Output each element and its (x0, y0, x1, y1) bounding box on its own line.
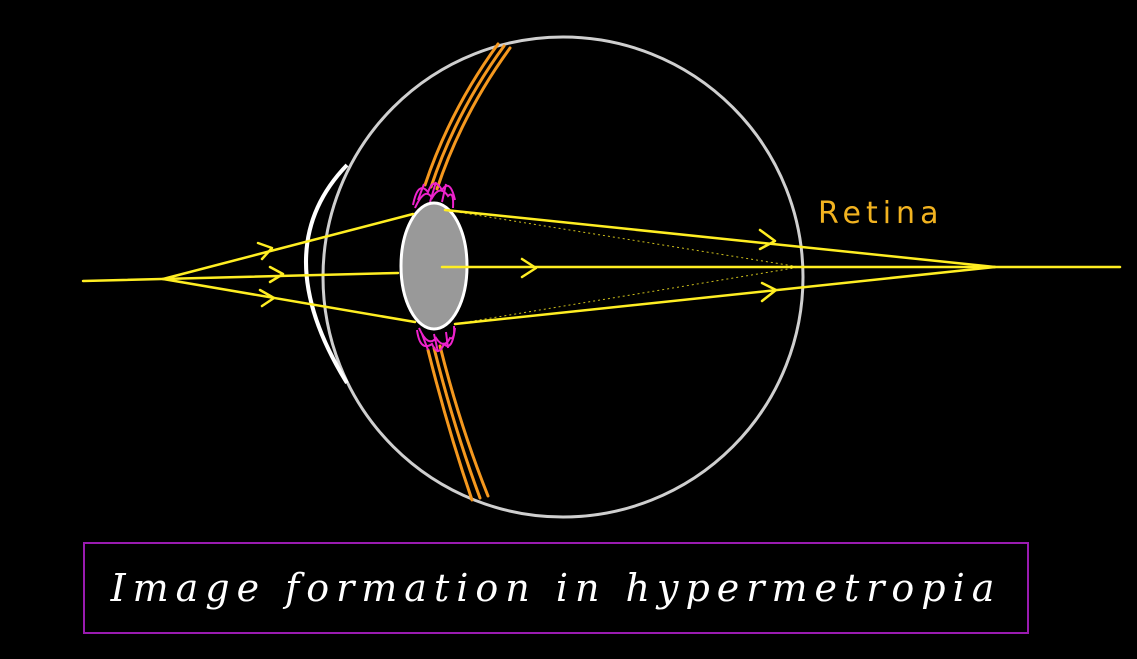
caption-box: Image formation in hypermetropia (83, 542, 1029, 634)
ciliary-muscle-upper (412, 181, 456, 209)
light-ray-upper-incident (161, 212, 415, 281)
arrowhead-icon (268, 265, 285, 284)
suspensory-ligament-lower (426, 344, 490, 502)
light-ray-axis-left (81, 271, 400, 283)
arrowhead-icon (760, 281, 778, 303)
ciliary-muscle-lower (416, 325, 456, 353)
required-focus-lines (444, 209, 801, 325)
light-ray-lower-refracted (453, 265, 997, 326)
arrowhead-icon (256, 241, 274, 261)
light-ray-upper-refracted (443, 208, 997, 269)
retina-label: Retina (818, 196, 943, 231)
ray-arrowheads (256, 228, 778, 308)
arrowhead-icon (758, 228, 777, 251)
suspensory-ligament-upper (423, 42, 512, 191)
cornea (304, 163, 349, 385)
light-ray-lower-incident (161, 277, 417, 324)
arrowhead-icon (520, 257, 538, 279)
light-rays (81, 208, 1122, 326)
arrowhead-icon (258, 288, 276, 308)
eyeball-outline (321, 35, 805, 519)
diagram-caption: Image formation in hypermetropia (110, 566, 1002, 610)
